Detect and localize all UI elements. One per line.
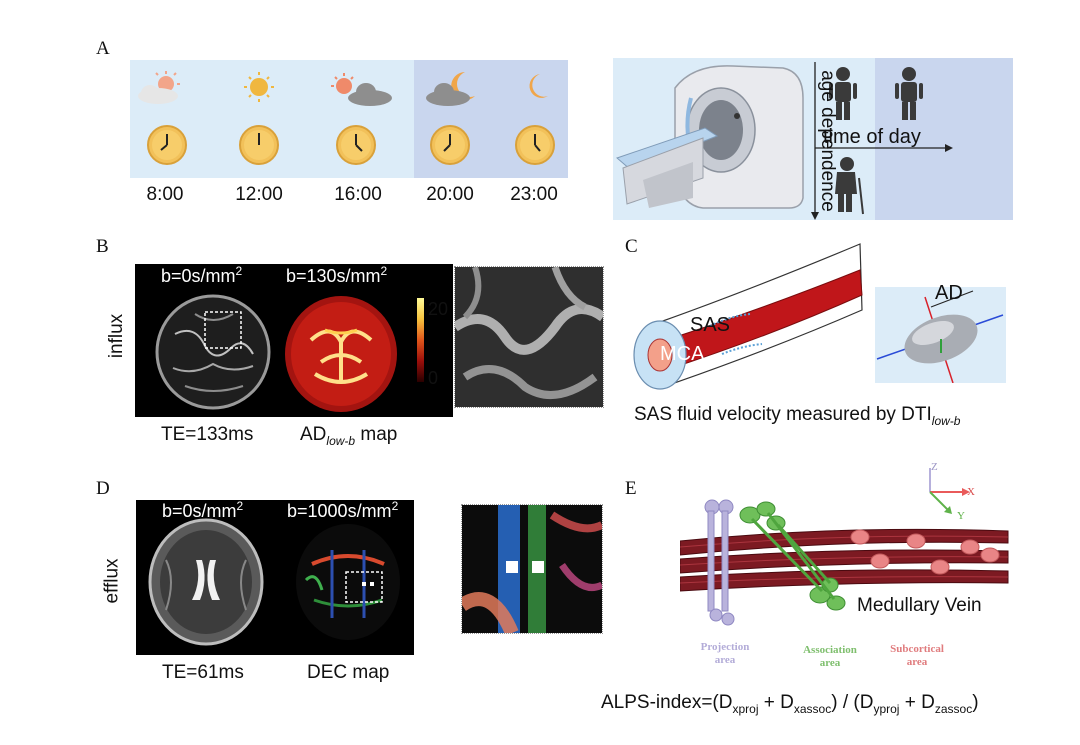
axis-z-label: Z xyxy=(931,461,938,473)
dec-map-label: DEC map xyxy=(307,662,389,684)
ad-map-sub: low-b xyxy=(326,434,355,448)
clock-icon xyxy=(148,126,186,164)
clock-icon xyxy=(431,126,469,164)
association-line1: Association xyxy=(795,644,865,657)
influx-zoom-image xyxy=(455,267,603,407)
mri-scanner-illustration xyxy=(613,58,1013,220)
top-label-text: b=0s/mm xyxy=(161,266,236,286)
formula-part4: + D xyxy=(899,692,934,713)
colorbar-min-label: 0 xyxy=(428,368,438,389)
influx-label: influx xyxy=(106,314,128,358)
top-label-sup: 2 xyxy=(381,264,388,278)
brain-b0-image xyxy=(150,520,262,644)
time-label: 23:00 xyxy=(494,184,574,206)
caption-main: SAS fluid velocity measured by DTI xyxy=(634,404,932,425)
formula-sub1: xproj xyxy=(732,702,758,716)
projection-line2: area xyxy=(695,654,755,667)
top-label-sup: 2 xyxy=(236,264,243,278)
influx-te-label: TE=133ms xyxy=(161,424,253,446)
top-label-text: b=0s/mm xyxy=(162,501,237,521)
panel-b-letter: B xyxy=(96,236,109,258)
time-of-day-label: time of day xyxy=(823,126,921,149)
clock-icon xyxy=(337,126,375,164)
formula-sub4: zassoc xyxy=(935,702,972,716)
projection-area-label: Projection area xyxy=(695,641,755,667)
formula-part5: ) xyxy=(972,692,978,713)
efflux-zoom-image xyxy=(462,505,602,633)
colorbar-max-label: 20 xyxy=(428,299,448,320)
alps-formula: ALPS-index=(Dxproj + Dxassoc) / (Dyproj … xyxy=(601,692,979,716)
influx-b0-top-label: b=0s/mm2 xyxy=(161,264,242,287)
efflux-label: efflux xyxy=(102,558,124,603)
top-label-sup: 2 xyxy=(392,499,399,513)
association-line2: area xyxy=(795,657,865,670)
time-label: 16:00 xyxy=(318,184,398,206)
clock-icon xyxy=(240,126,278,164)
ad-map-image xyxy=(285,296,397,412)
influx-b130-top-label: b=130s/mm2 xyxy=(286,264,387,287)
efflux-te-label: TE=61ms xyxy=(162,662,244,684)
clock-icon xyxy=(516,126,554,164)
colorbar xyxy=(417,298,424,382)
medullary-vein-illustration xyxy=(680,495,1010,640)
subcortical-line1: Subcortical xyxy=(882,643,952,656)
formula-part2: + D xyxy=(759,692,794,713)
panel-e-letter: E xyxy=(625,478,637,500)
sas-label: SAS xyxy=(690,314,730,337)
mca-label: MCA xyxy=(660,343,704,366)
efflux-images xyxy=(136,500,414,655)
time-label: 20:00 xyxy=(410,184,490,206)
dec-map-image xyxy=(296,524,400,640)
brain-b0-image xyxy=(157,296,269,408)
formula-part3: ) / (D xyxy=(831,692,873,713)
formula-sub2: xassoc xyxy=(794,702,831,716)
panel-a-letter: A xyxy=(96,38,110,60)
efflux-b0-top-label: b=0s/mm2 xyxy=(162,499,243,522)
medullary-vein-label: Medullary Vein xyxy=(857,595,982,617)
caption-sub: low-b xyxy=(932,414,961,428)
panel-d-letter: D xyxy=(96,478,110,500)
formula-sub3: yproj xyxy=(873,702,899,716)
top-label-text: b=130s/mm xyxy=(286,266,381,286)
timeline-strip xyxy=(130,60,568,178)
top-label-sup: 2 xyxy=(237,499,244,513)
efflux-b1000-top-label: b=1000s/mm2 xyxy=(287,499,398,522)
top-label-text: b=1000s/mm xyxy=(287,501,392,521)
subcortical-line2: area xyxy=(882,656,952,669)
panel-c-caption: SAS fluid velocity measured by DTIlow-b xyxy=(634,404,960,428)
projection-line1: Projection xyxy=(695,641,755,654)
ad-map-main: AD xyxy=(300,424,326,445)
vessel-illustration xyxy=(630,240,870,410)
time-label: 12:00 xyxy=(219,184,299,206)
association-area-label: Association area xyxy=(795,644,865,670)
time-label: 8:00 xyxy=(125,184,205,206)
ad-map-label: ADlow-b map xyxy=(300,424,397,448)
timeline-illustration xyxy=(130,60,568,178)
ad-map-tail: map xyxy=(355,424,397,445)
ad-label: AD xyxy=(935,282,963,305)
subcortical-area-label: Subcortical area xyxy=(882,643,952,669)
formula-prefix: ALPS-index=(D xyxy=(601,692,732,713)
